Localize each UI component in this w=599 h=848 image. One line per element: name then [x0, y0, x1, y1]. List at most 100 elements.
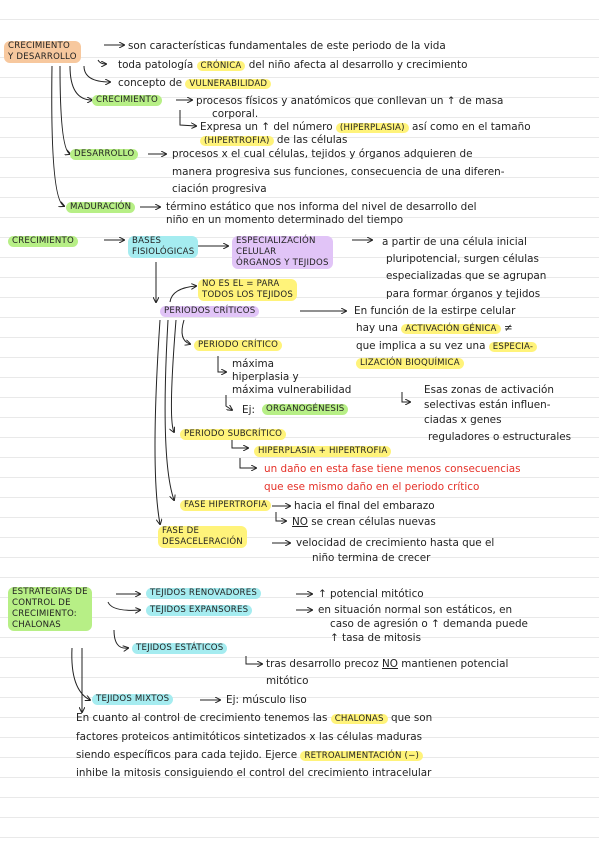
ruled-line	[0, 577, 599, 578]
keyword-line: ESPECIALIZACIÓN	[236, 236, 316, 246]
ruled-line	[0, 197, 599, 198]
keyword-line: Y DESARROLLO	[8, 52, 77, 62]
note-line: siendo específicos para cada tejido. Eje…	[76, 749, 424, 762]
note-line: procesos x el cual células, tejidos y ór…	[172, 148, 473, 160]
note-line: En función de la estirpe celular	[354, 305, 516, 317]
ruled-line	[0, 637, 599, 638]
note-line: Ej:	[242, 404, 255, 416]
ruled-line	[0, 757, 599, 758]
note-fragment: que son	[390, 712, 433, 724]
note-fragment: hay una	[356, 322, 398, 334]
keyword-line: DESACELERACIÓN	[162, 537, 243, 547]
note-line: hay una ACTIVACIÓN GÉNICA ≠	[356, 322, 513, 335]
note-fragment: de las células	[276, 134, 348, 146]
keyword-activacion-genica: ACTIVACIÓN GÉNICA	[401, 324, 501, 334]
note-line: factores proteicos antimitóticos sinteti…	[76, 731, 423, 743]
keyword-line: CHALONAS	[12, 620, 61, 630]
ruled-line	[0, 277, 599, 278]
note-line: mitótico	[266, 675, 309, 687]
note-fragment: concepto de	[118, 77, 183, 89]
ruled-line	[0, 537, 599, 538]
ruled-line	[0, 557, 599, 558]
keyword-desarrollo: DESARROLLO	[70, 149, 139, 160]
ruled-line	[0, 677, 599, 678]
note-fragment: Expresa un ↑ del número	[200, 121, 333, 133]
keyword-crecimiento: CRECIMIENTO	[92, 95, 162, 106]
note-fragment: así como en el tamaño	[412, 121, 531, 133]
ruled-line	[0, 77, 599, 78]
keyword-line: FISIOLÓGICAS	[132, 247, 195, 257]
ruled-line	[0, 137, 599, 138]
note-fragment: que implica a su vez una	[356, 340, 486, 352]
ruled-line	[0, 437, 599, 438]
ruled-line	[0, 177, 599, 178]
ruled-line	[0, 157, 599, 158]
note-line: que implica a su vez una ESPECIA-	[356, 340, 538, 353]
note-fragment: mantienen potencial	[401, 658, 509, 670]
note-line: son características fundamentales de est…	[128, 40, 446, 52]
note-line: (HIPERTROFIA) de las células	[200, 134, 347, 147]
keyword-line: CONTROL DE	[12, 598, 71, 608]
note-line-red: un daño en esta fase tiene menos consecu…	[264, 463, 521, 475]
keyword-line: BASES	[132, 236, 162, 246]
keyword-estrategias-control: ESTRATEGIAS DE CONTROL DE CRECIMIENTO: C…	[8, 587, 92, 631]
note-line: para formar órganos y tejidos	[386, 288, 541, 300]
keyword-tejidos-expansores: TEJIDOS EXPANSORES	[146, 605, 253, 616]
ruled-line	[0, 217, 599, 218]
note-line-red: que ese mismo daño en el periodo crítico	[264, 481, 480, 493]
ruled-line	[0, 57, 599, 58]
note-line: especializadas que se agrupan	[386, 270, 547, 282]
note-line: máxima vulnerabilidad	[232, 384, 352, 396]
note-fragment: del niño afecta al desarrollo y crecimie…	[248, 59, 468, 71]
note-line: Esas zonas de activación	[424, 384, 554, 396]
ruled-line	[0, 117, 599, 118]
note-line: NO se crean células nuevas	[292, 516, 436, 528]
keyword-fase-hipertrofia: FASE HIPERTROFIA	[180, 500, 272, 511]
keyword-no-es-el-igual: NO ES EL = PARA TODOS LOS TEJIDOS	[198, 279, 297, 301]
note-line: niño en un momento determinado del tiemp…	[166, 214, 404, 226]
note-fragment: En cuanto al control de crecimiento tene…	[76, 712, 328, 724]
ruled-line	[0, 697, 599, 698]
keyword-cronica: CRÓNICA	[196, 61, 246, 71]
note-line: velocidad de crecimiento hasta que el	[296, 537, 495, 549]
note-line: ↑ potencial mitótico	[318, 588, 424, 600]
ruled-line	[0, 717, 599, 718]
note-line: ciación progresiva	[172, 183, 267, 195]
ruled-line	[0, 497, 599, 498]
note-line: corporal.	[212, 108, 259, 120]
note-line: tras desarrollo precoz NO mantienen pote…	[266, 658, 508, 670]
keyword-crecimiento-2: CRECIMIENTO	[8, 236, 78, 247]
ruled-line	[0, 737, 599, 738]
ruled-line	[0, 317, 599, 318]
keyword-chalonas: CHALONAS	[330, 714, 388, 724]
ruled-line	[0, 417, 599, 418]
note-line: término estático que nos informa del niv…	[166, 201, 477, 213]
keyword-line: CELULAR	[236, 247, 277, 257]
note-fragment: siendo específicos para cada tejido. Eje…	[76, 749, 298, 761]
keyword-periodos-criticos: PERIODOS CRÍTICOS	[160, 306, 260, 317]
keyword-vulnerabilidad: VULNERABILIDAD	[185, 79, 272, 89]
keyword-line: FASE DE	[162, 526, 200, 536]
ruled-line	[0, 817, 599, 818]
note-fragment: toda patología	[118, 59, 194, 71]
ruled-line	[0, 657, 599, 658]
keyword-hipertrofia: (HIPERTROFIA)	[200, 136, 274, 146]
note-line: máxima	[232, 358, 275, 370]
ruled-line	[0, 837, 599, 838]
ruled-line	[0, 357, 599, 358]
keyword-periodo-subcritico: PERIODO SUBCRÍTICO	[180, 429, 287, 440]
ruled-line	[0, 397, 599, 398]
note-line: pluripotencial, surgen células	[386, 253, 539, 265]
note-line: hiperplasia y	[232, 371, 299, 383]
note-line: procesos físicos y anatómicos que conlle…	[196, 95, 504, 107]
ruled-line	[0, 19, 599, 20]
keyword-line: TODOS LOS TEJIDOS	[202, 290, 293, 300]
ruled-line	[0, 797, 599, 798]
keyword-line: ESTRATEGIAS DE	[12, 587, 88, 597]
note-fragment: se crean células nuevas	[311, 516, 436, 528]
note-line: niño termina de crecer	[312, 552, 431, 564]
keyword-hiperplasia-hipertrofia: HIPERPLASIA + HIPERTROFIA	[254, 446, 392, 457]
keyword-retroalimentacion: RETROALIMENTACIÓN (−)	[300, 751, 424, 761]
note-line: reguladores o estructurales	[428, 431, 572, 443]
